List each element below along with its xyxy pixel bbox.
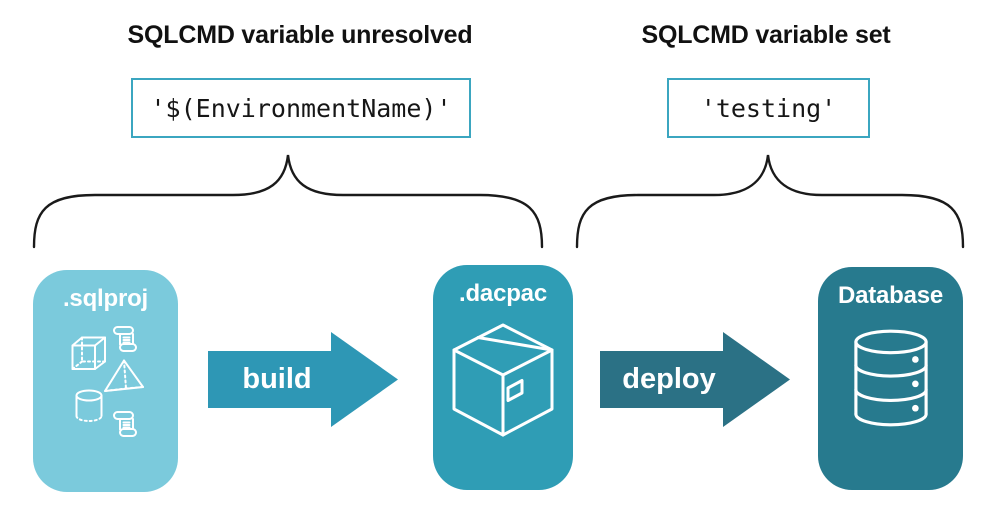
package-icon bbox=[452, 323, 554, 437]
database-dot bbox=[912, 404, 919, 412]
node-label-dacpac: .dacpac bbox=[459, 280, 547, 307]
node-dacpac: .dacpac bbox=[433, 265, 573, 490]
node-sqlproj: .sqlproj bbox=[33, 270, 178, 492]
database-dot bbox=[912, 380, 919, 388]
heading-sqlcmd-unresolved: SQLCMD variable unresolved bbox=[127, 21, 473, 49]
deploy-arrow-shape bbox=[600, 332, 790, 427]
deploy-arrow: deploy bbox=[600, 332, 790, 427]
brace-right-path bbox=[575, 154, 965, 249]
node-label-sqlproj: .sqlproj bbox=[62, 285, 149, 312]
deploy-arrow-polygon bbox=[600, 332, 790, 427]
cylinder-icon bbox=[75, 389, 103, 422]
heading-sqlcmd-set: SQLCMD variable set bbox=[641, 21, 891, 49]
sql-script-icon bbox=[113, 411, 137, 437]
code-box-set: 'testing' bbox=[667, 78, 870, 138]
code-value-unresolved: '$(EnvironmentName)' bbox=[150, 93, 452, 123]
sql-script-icon bbox=[113, 326, 137, 352]
build-arrow-polygon bbox=[208, 332, 398, 427]
database-icon bbox=[854, 329, 928, 427]
database-dot bbox=[912, 356, 919, 363]
brace-left-path bbox=[32, 154, 544, 249]
node-label-database: Database bbox=[837, 282, 944, 309]
code-value-set: 'testing' bbox=[700, 93, 837, 123]
build-arrow-label: build bbox=[242, 363, 312, 395]
code-box-unresolved: '$(EnvironmentName)' bbox=[131, 78, 471, 138]
build-arrow: build bbox=[208, 332, 398, 427]
node-database: Database bbox=[818, 267, 963, 490]
cube-icon bbox=[71, 336, 106, 370]
sql-objects-icons bbox=[71, 326, 144, 437]
brace-right bbox=[575, 154, 965, 249]
pyramid-icon bbox=[104, 359, 144, 392]
brace-left bbox=[32, 154, 544, 249]
deploy-arrow-label: deploy bbox=[622, 363, 716, 395]
build-arrow-shape bbox=[208, 332, 398, 427]
